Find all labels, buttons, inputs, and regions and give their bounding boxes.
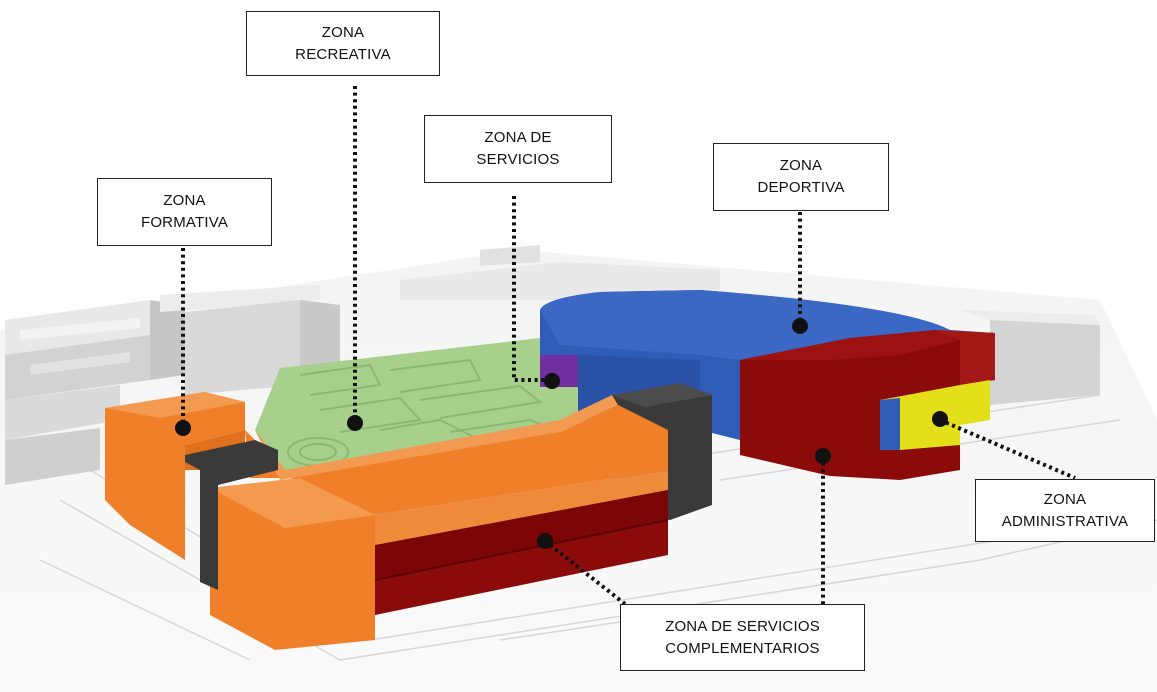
marker-complementarios-south <box>537 533 553 549</box>
label-zona-administrativa: ZONA ADMINISTRATIVA <box>975 479 1155 542</box>
label-zona-de-servicios: ZONA DE SERVICIOS <box>424 115 612 183</box>
zone-formativa-block <box>105 392 668 650</box>
leader-administrativa <box>939 418 1076 480</box>
marker-servicios <box>544 373 560 389</box>
zone-markers <box>175 318 948 549</box>
marker-recreativa <box>347 415 363 431</box>
label-zona-formativa: ZONA FORMATIVA <box>97 178 272 246</box>
leader-lines <box>181 86 1076 606</box>
label-zona-deportiva: ZONA DEPORTIVA <box>713 143 889 211</box>
label-zona-recreativa: ZONA RECREATIVA <box>246 11 440 76</box>
marker-administrativa <box>932 411 948 427</box>
marker-deportiva <box>792 318 808 334</box>
marker-formativa <box>175 420 191 436</box>
zone-complementarios-block-south <box>374 490 669 615</box>
leader-servicios <box>512 196 550 382</box>
marker-complementarios-east <box>815 448 831 464</box>
label-zona-servicios-complementarios: ZONA DE SERVICIOS COMPLEMENTARIOS <box>620 604 865 671</box>
circulation-core-west <box>185 440 278 590</box>
